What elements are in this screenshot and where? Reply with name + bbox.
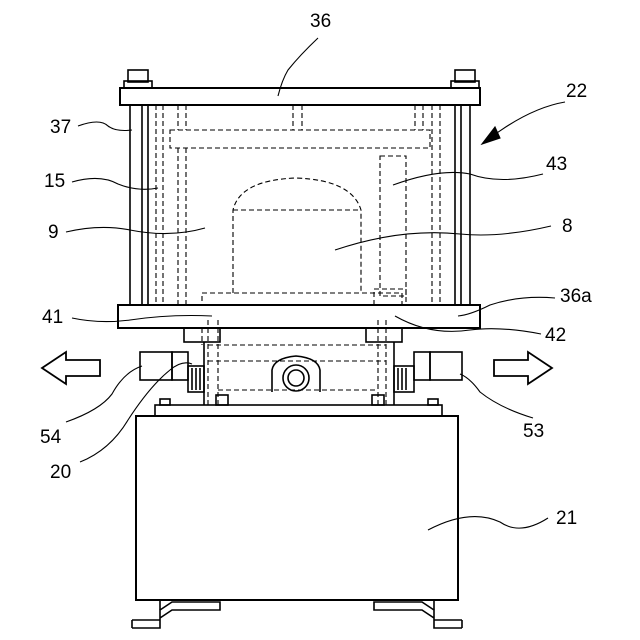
hidden-internals [156,105,440,405]
label-21: 21 [556,508,577,529]
label-22: 22 [566,81,587,102]
label-8: 8 [562,216,573,237]
label-41: 41 [42,307,63,328]
label-9: 9 [48,222,59,243]
label-54: 54 [40,427,62,448]
label-36a: 36a [560,286,592,307]
label-37: 37 [50,117,71,138]
side-frame [130,105,470,305]
outflow-arrow [42,352,100,384]
label-36: 36 [310,11,331,32]
label-42: 42 [545,325,566,346]
unit-22-arrowhead [482,127,500,144]
motor-box [132,416,462,628]
pipe-assembly [140,328,462,416]
top-plate [120,70,480,105]
base-plate [118,305,480,328]
label-53: 53 [523,421,544,442]
label-43: 43 [546,154,567,175]
label-20: 20 [50,462,71,483]
label-15: 15 [44,171,65,192]
unit-22-arrow [490,102,565,138]
leader-lines [66,38,555,530]
inflow-arrow [494,352,552,384]
